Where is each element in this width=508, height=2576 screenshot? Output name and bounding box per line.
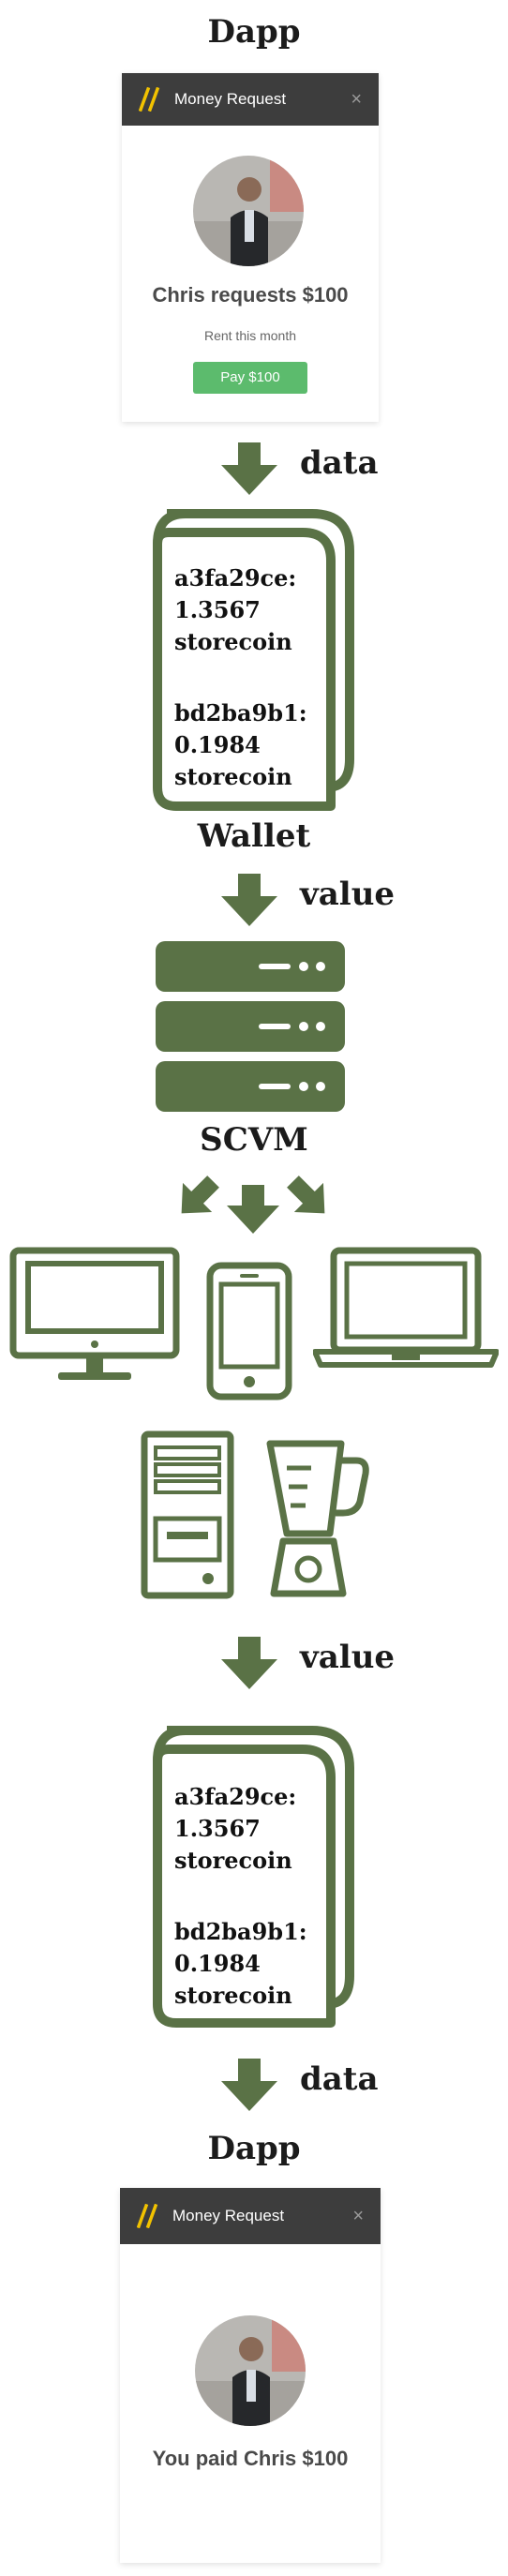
wallet-entry: bd2ba9b1: 0.1984 storecoin (174, 1916, 334, 2012)
wallet-unit: storecoin (174, 763, 292, 790)
wallet-amount: 1.3567 (174, 1815, 261, 1842)
dapp-heading-bottom: Dapp (207, 2130, 301, 2167)
card-title: Money Request (172, 2207, 285, 2224)
pay-button[interactable]: Pay $100 (193, 362, 307, 394)
arrow-data-label: data (300, 444, 379, 482)
wallet-icon (153, 1726, 354, 2028)
money-request-card-top: Money Request × Chris requests $100 Rent… (122, 73, 379, 422)
wallet-unit: storecoin (174, 628, 292, 655)
card-header: Money Request × (120, 2188, 381, 2244)
wallet-address: a3fa29ce: (174, 1783, 297, 1810)
card-header: Money Request × (122, 73, 379, 126)
blender-icon (266, 1440, 369, 1597)
arrow-value-label: value (300, 876, 396, 913)
arrow-down-icon (221, 2059, 277, 2111)
money-request-card-bottom: Money Request × You paid Chris $100 (120, 2188, 381, 2563)
fan-out-arrows-icon (181, 1176, 325, 1234)
scvm-caption: SCVM (200, 1121, 308, 1159)
smartphone-icon (206, 1262, 292, 1400)
close-icon[interactable]: × (351, 89, 362, 110)
arrow-down-icon (221, 1637, 277, 1689)
request-text: Chris requests $100 (152, 283, 349, 307)
wallet-unit: storecoin (174, 1982, 292, 2009)
arrow-down-icon (221, 442, 277, 495)
app-logo-icon (137, 2204, 158, 2228)
wallet-unit: storecoin (174, 1847, 292, 1874)
wallet-icon (153, 509, 354, 811)
server-stack-icon (156, 941, 345, 1112)
wallet-amount: 0.1984 (174, 731, 261, 758)
avatar (193, 156, 304, 266)
request-memo: Rent this month (203, 328, 297, 343)
card-title: Money Request (174, 90, 287, 108)
arrow-down-icon (221, 874, 277, 926)
wallet-amount: 0.1984 (174, 1950, 261, 1977)
wallet-entry: bd2ba9b1: 0.1984 storecoin (174, 697, 334, 793)
wallet-address: a3fa29ce: (174, 564, 297, 592)
wallet-amount: 1.3567 (174, 596, 261, 623)
arrow-data-label: data (300, 2060, 379, 2098)
tower-pc-icon (141, 1430, 234, 1599)
wallet-entry: a3fa29ce: 1.3567 storecoin (174, 1781, 334, 1877)
desktop-monitor-icon (9, 1247, 180, 1380)
wallet-caption: Wallet (197, 817, 311, 855)
app-logo-icon (139, 87, 160, 112)
laptop-icon (313, 1247, 499, 1368)
arrow-value-label: value (300, 1639, 396, 1676)
wallet-address: bd2ba9b1: (174, 1918, 307, 1945)
dapp-heading-top: Dapp (207, 13, 301, 51)
wallet-entry: a3fa29ce: 1.3567 storecoin (174, 562, 334, 658)
paid-confirmation-text: You paid Chris $100 (152, 2447, 349, 2470)
wallet-address: bd2ba9b1: (174, 699, 307, 726)
close-icon[interactable]: × (352, 2206, 364, 2226)
avatar (195, 2315, 306, 2426)
